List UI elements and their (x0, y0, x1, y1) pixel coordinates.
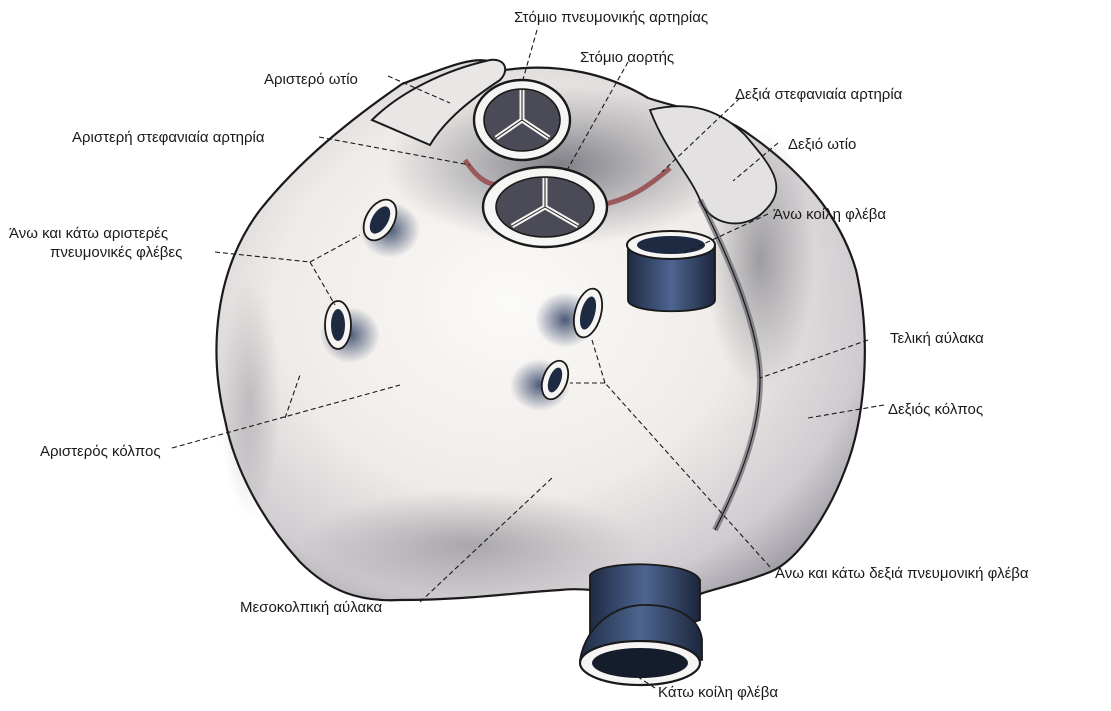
aortic-valve (483, 167, 607, 247)
label-left-pulm-veins-line1: Άνω και κάτω αριστερές (9, 225, 168, 242)
pulmonary-valve (474, 80, 570, 160)
bottom-shading (300, 490, 640, 600)
inferior-vena-cava (580, 564, 702, 685)
label-right-atrium: Δεξιός κόλπος (888, 401, 983, 418)
label-ivc: Κάτω κοίλη φλέβα (658, 684, 778, 701)
label-interatrial-groove: Μεσοκολπική αύλακα (240, 599, 382, 616)
label-right-auricle: Δεξιό ωτίο (788, 136, 856, 153)
label-right-coronary: Δεξιά στεφανιαία αρτηρία (735, 86, 903, 103)
left-edge-shading (220, 280, 280, 520)
superior-vena-cava (627, 231, 715, 311)
label-right-pulm-veins: Άνω και κάτω δεξιά πνευμονική φλέβα (775, 565, 1029, 582)
label-left-coronary: Αριστερή στεφανιαία αρτηρία (72, 129, 265, 146)
label-left-atrium: Αριστερός κόλπος (40, 443, 161, 460)
label-aortic-ostium: Στόμιο αορτής (580, 49, 674, 66)
label-left-auricle: Αριστερό ωτίο (264, 71, 358, 88)
label-svc: Άνω κοίλη φλέβα (773, 206, 886, 223)
label-left-pulm-veins-line2: πνευμονικές φλέβες (50, 244, 182, 261)
label-pulmonary-ostium: Στόμιο πνευμονικής αρτηρίας (514, 9, 708, 26)
label-sulcus-terminalis: Τελική αύλακα (890, 330, 984, 347)
